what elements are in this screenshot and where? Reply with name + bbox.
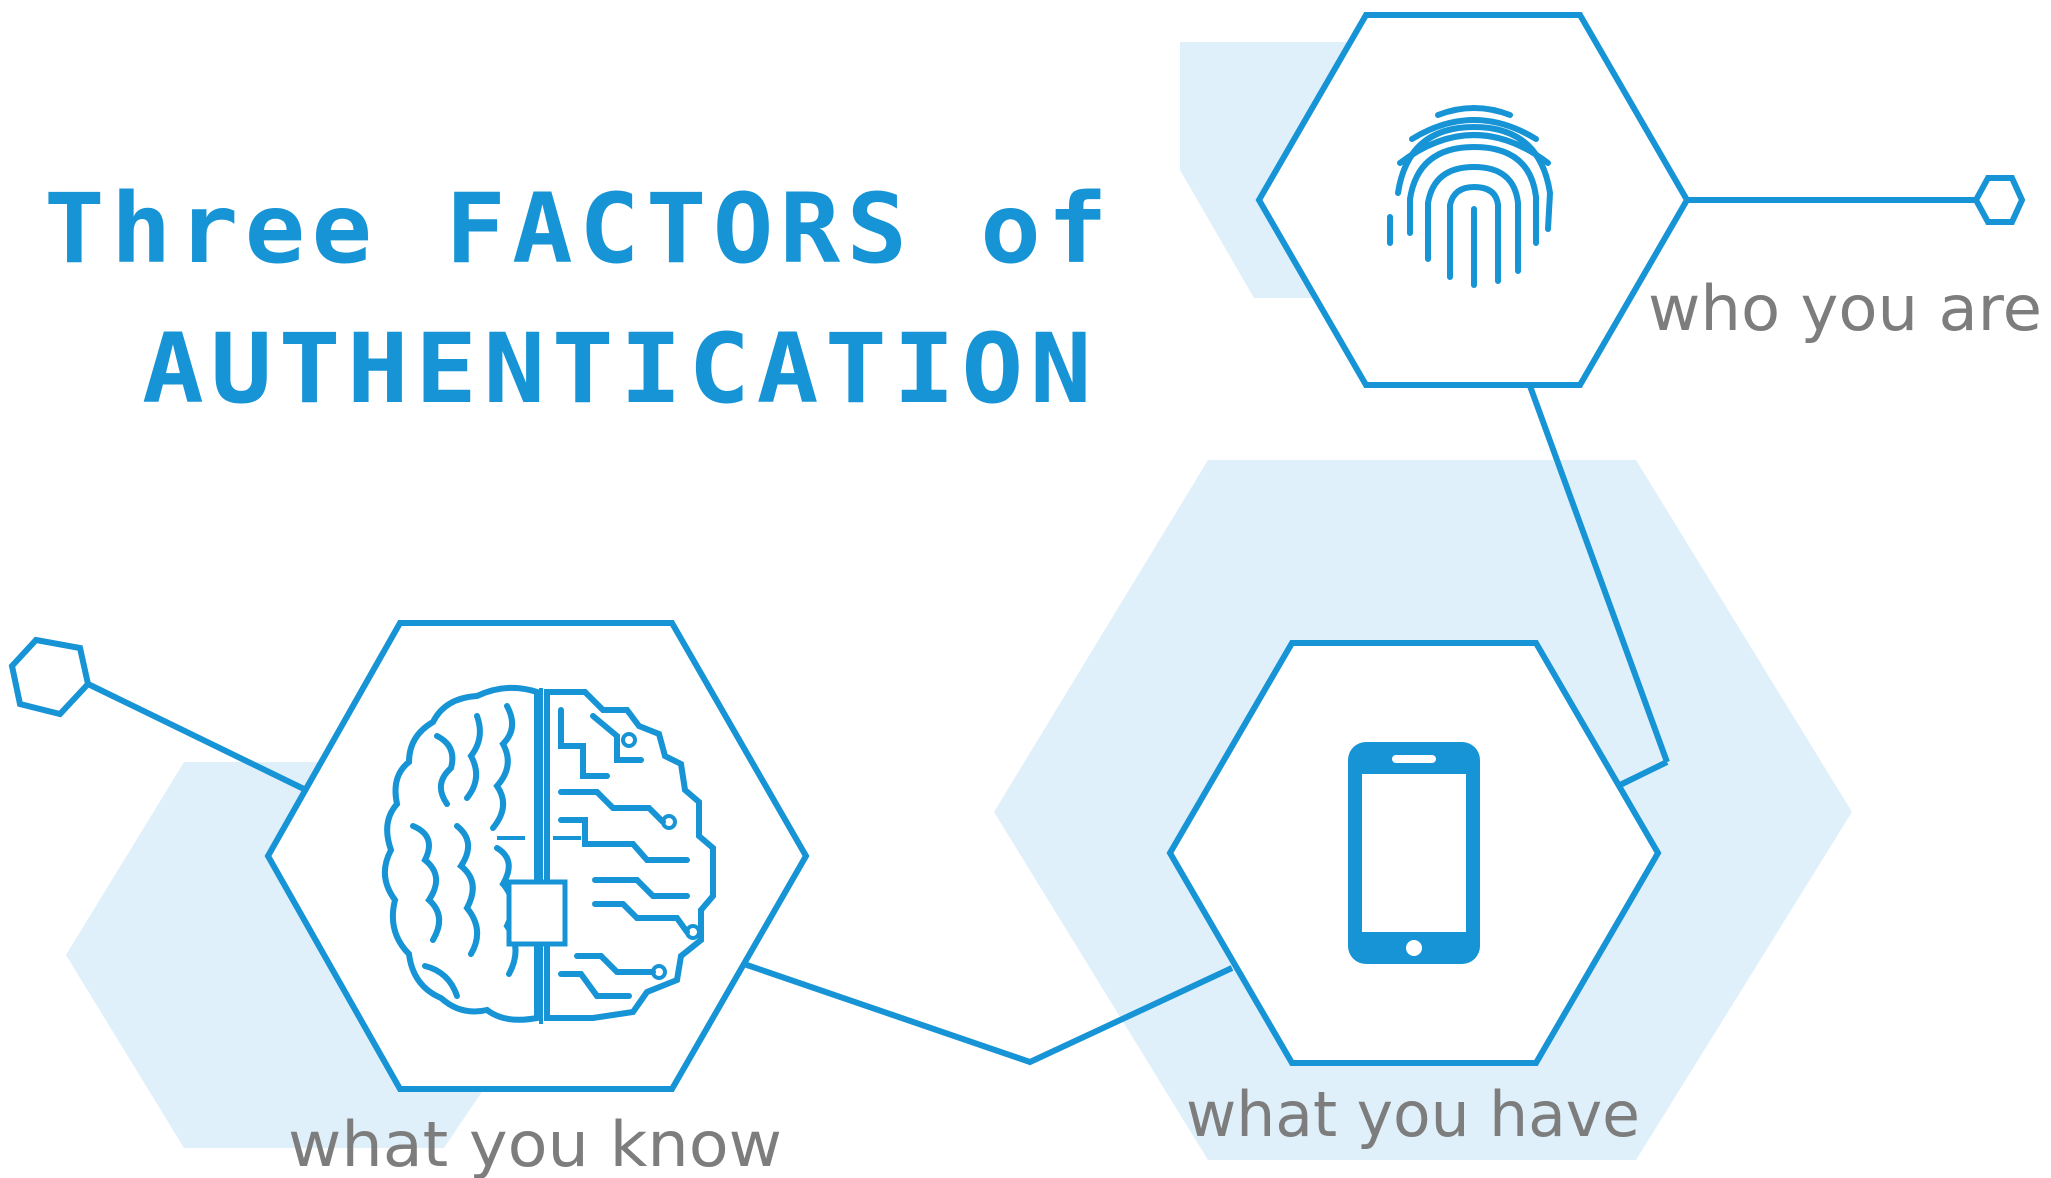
diagram-title-line2: AUTHENTICATION (142, 313, 1098, 425)
endpoint-node-left (8, 636, 92, 718)
label-who-you-are: who you are (1648, 272, 2042, 345)
fingerprint-icon (1387, 105, 1554, 288)
label-what-you-know: what you know (288, 1108, 782, 1178)
hexagon-who-you-are (1255, 12, 1691, 388)
smartphone-icon (1348, 742, 1480, 964)
connector-brain-phone (743, 961, 1234, 1066)
label-what-you-have: what you have (1186, 1078, 1640, 1151)
brain-circuit-icon (382, 684, 716, 1024)
connector-phone-spur (1618, 759, 1669, 788)
connector-left (86, 681, 308, 793)
connector-fingerprint-phone (1527, 384, 1670, 764)
diagram-title-line1: Three FACTORS of (44, 173, 1114, 285)
endpoint-node-right (1972, 175, 2026, 225)
